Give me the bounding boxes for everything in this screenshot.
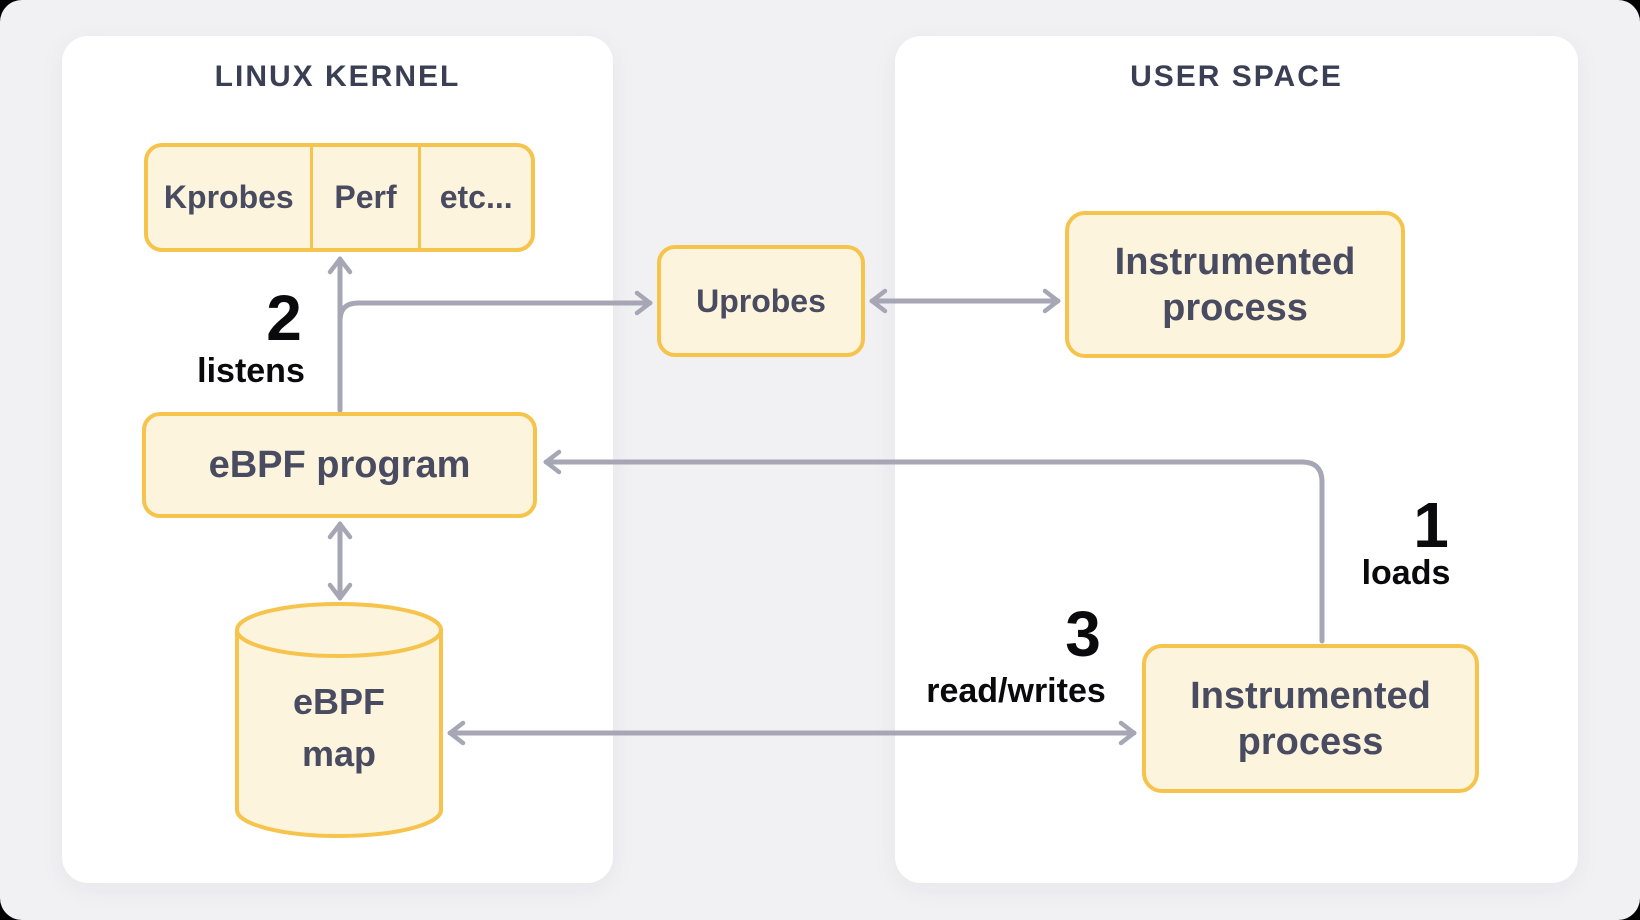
- user-space-title: USER SPACE: [1130, 60, 1343, 93]
- kprobes-cell: Kprobes: [163, 179, 294, 215]
- step-3-label: read/writes: [926, 672, 1106, 710]
- etc-cell: etc...: [418, 147, 531, 248]
- step-1-label: loads: [1361, 554, 1451, 592]
- instrumented-process-top-label: Instrumented process: [1114, 240, 1356, 329]
- linux-kernel-title: LINUX KERNEL: [214, 60, 461, 93]
- probe-sources-row: Kprobes Perf etc...: [144, 143, 535, 252]
- uprobes-node: Uprobes: [657, 245, 865, 357]
- instrumented-process-top-node: Instrumented process: [1065, 211, 1405, 358]
- step-2-label: listens: [197, 352, 305, 390]
- instrumented-process-bottom-node: Instrumented process: [1142, 644, 1479, 793]
- step-2-number: 2: [266, 282, 302, 354]
- step-3-number: 3: [1065, 598, 1101, 670]
- step-1-number: 1: [1413, 489, 1449, 561]
- instrumented-process-bottom-label: Instrumented process: [1190, 674, 1431, 763]
- ebpf-map-label: eBPF map: [292, 681, 386, 774]
- perf-cell: Perf: [309, 147, 419, 248]
- ebpf-program-node: eBPF program: [142, 412, 537, 518]
